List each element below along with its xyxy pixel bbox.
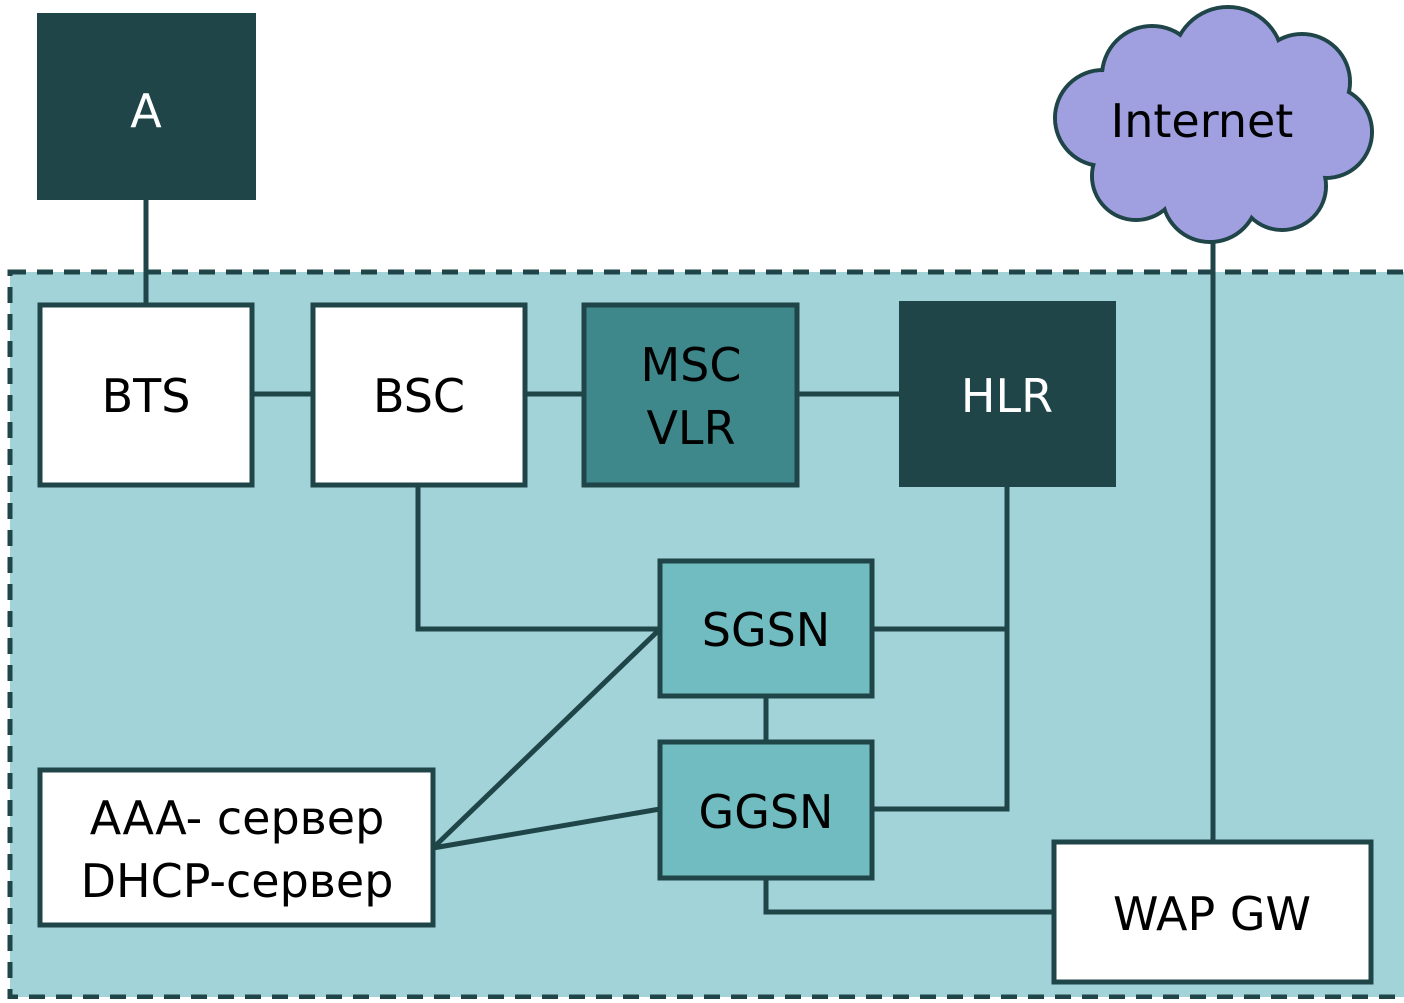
node-a-box [37,13,256,200]
link-aaa-sgsn [431,627,662,850]
node-msc-vlr: MSC VLR [581,302,800,488]
link-bsc-sgsn [415,486,660,632]
node-hlr-box [899,301,1116,487]
link-hlr-sgsn-ggsn [872,486,1010,812]
node-a-label: A [130,84,162,138]
link-aaa-ggsn [432,806,661,851]
node-msc-box [581,302,800,488]
node-hlr: HLR [899,301,1116,487]
node-sgsn-label: SGSN [702,603,830,657]
node-internet: Internet [1053,5,1374,244]
node-bts-box [37,302,255,488]
node-ggsn-label: GGSN [699,785,834,839]
node-wap-gw: WAP GW [1051,839,1374,985]
node-ggsn-box [657,739,875,881]
node-bts-label: BTS [102,369,191,423]
node-sgsn: SGSN [657,558,875,699]
node-aaa-dhcp: AAA- сервер DHCP-сервер [37,767,436,928]
node-bsc-label: BSC [373,369,465,423]
node-a: A [37,13,256,200]
node-dhcp-label: DHCP-сервер [81,854,394,908]
node-ggsn: GGSN [657,739,875,881]
node-bsc-box [310,302,528,488]
node-bts: BTS [37,302,255,488]
node-bsc: BSC [310,302,528,488]
connection-lines [143,198,1216,915]
node-aaa-box [37,767,436,928]
node-aaa-label: AAA- сервер [90,791,385,845]
node-hlr-label: HLR [961,369,1053,423]
node-vlr-label: VLR [646,401,735,455]
node-wap-box [1051,839,1374,985]
node-internet-label: Internet [1111,94,1294,148]
node-wap-label: WAP GW [1113,887,1311,941]
link-ggsn-wap [763,878,1054,915]
node-sgsn-box [657,558,875,699]
node-msc-label: MSC [640,338,741,392]
